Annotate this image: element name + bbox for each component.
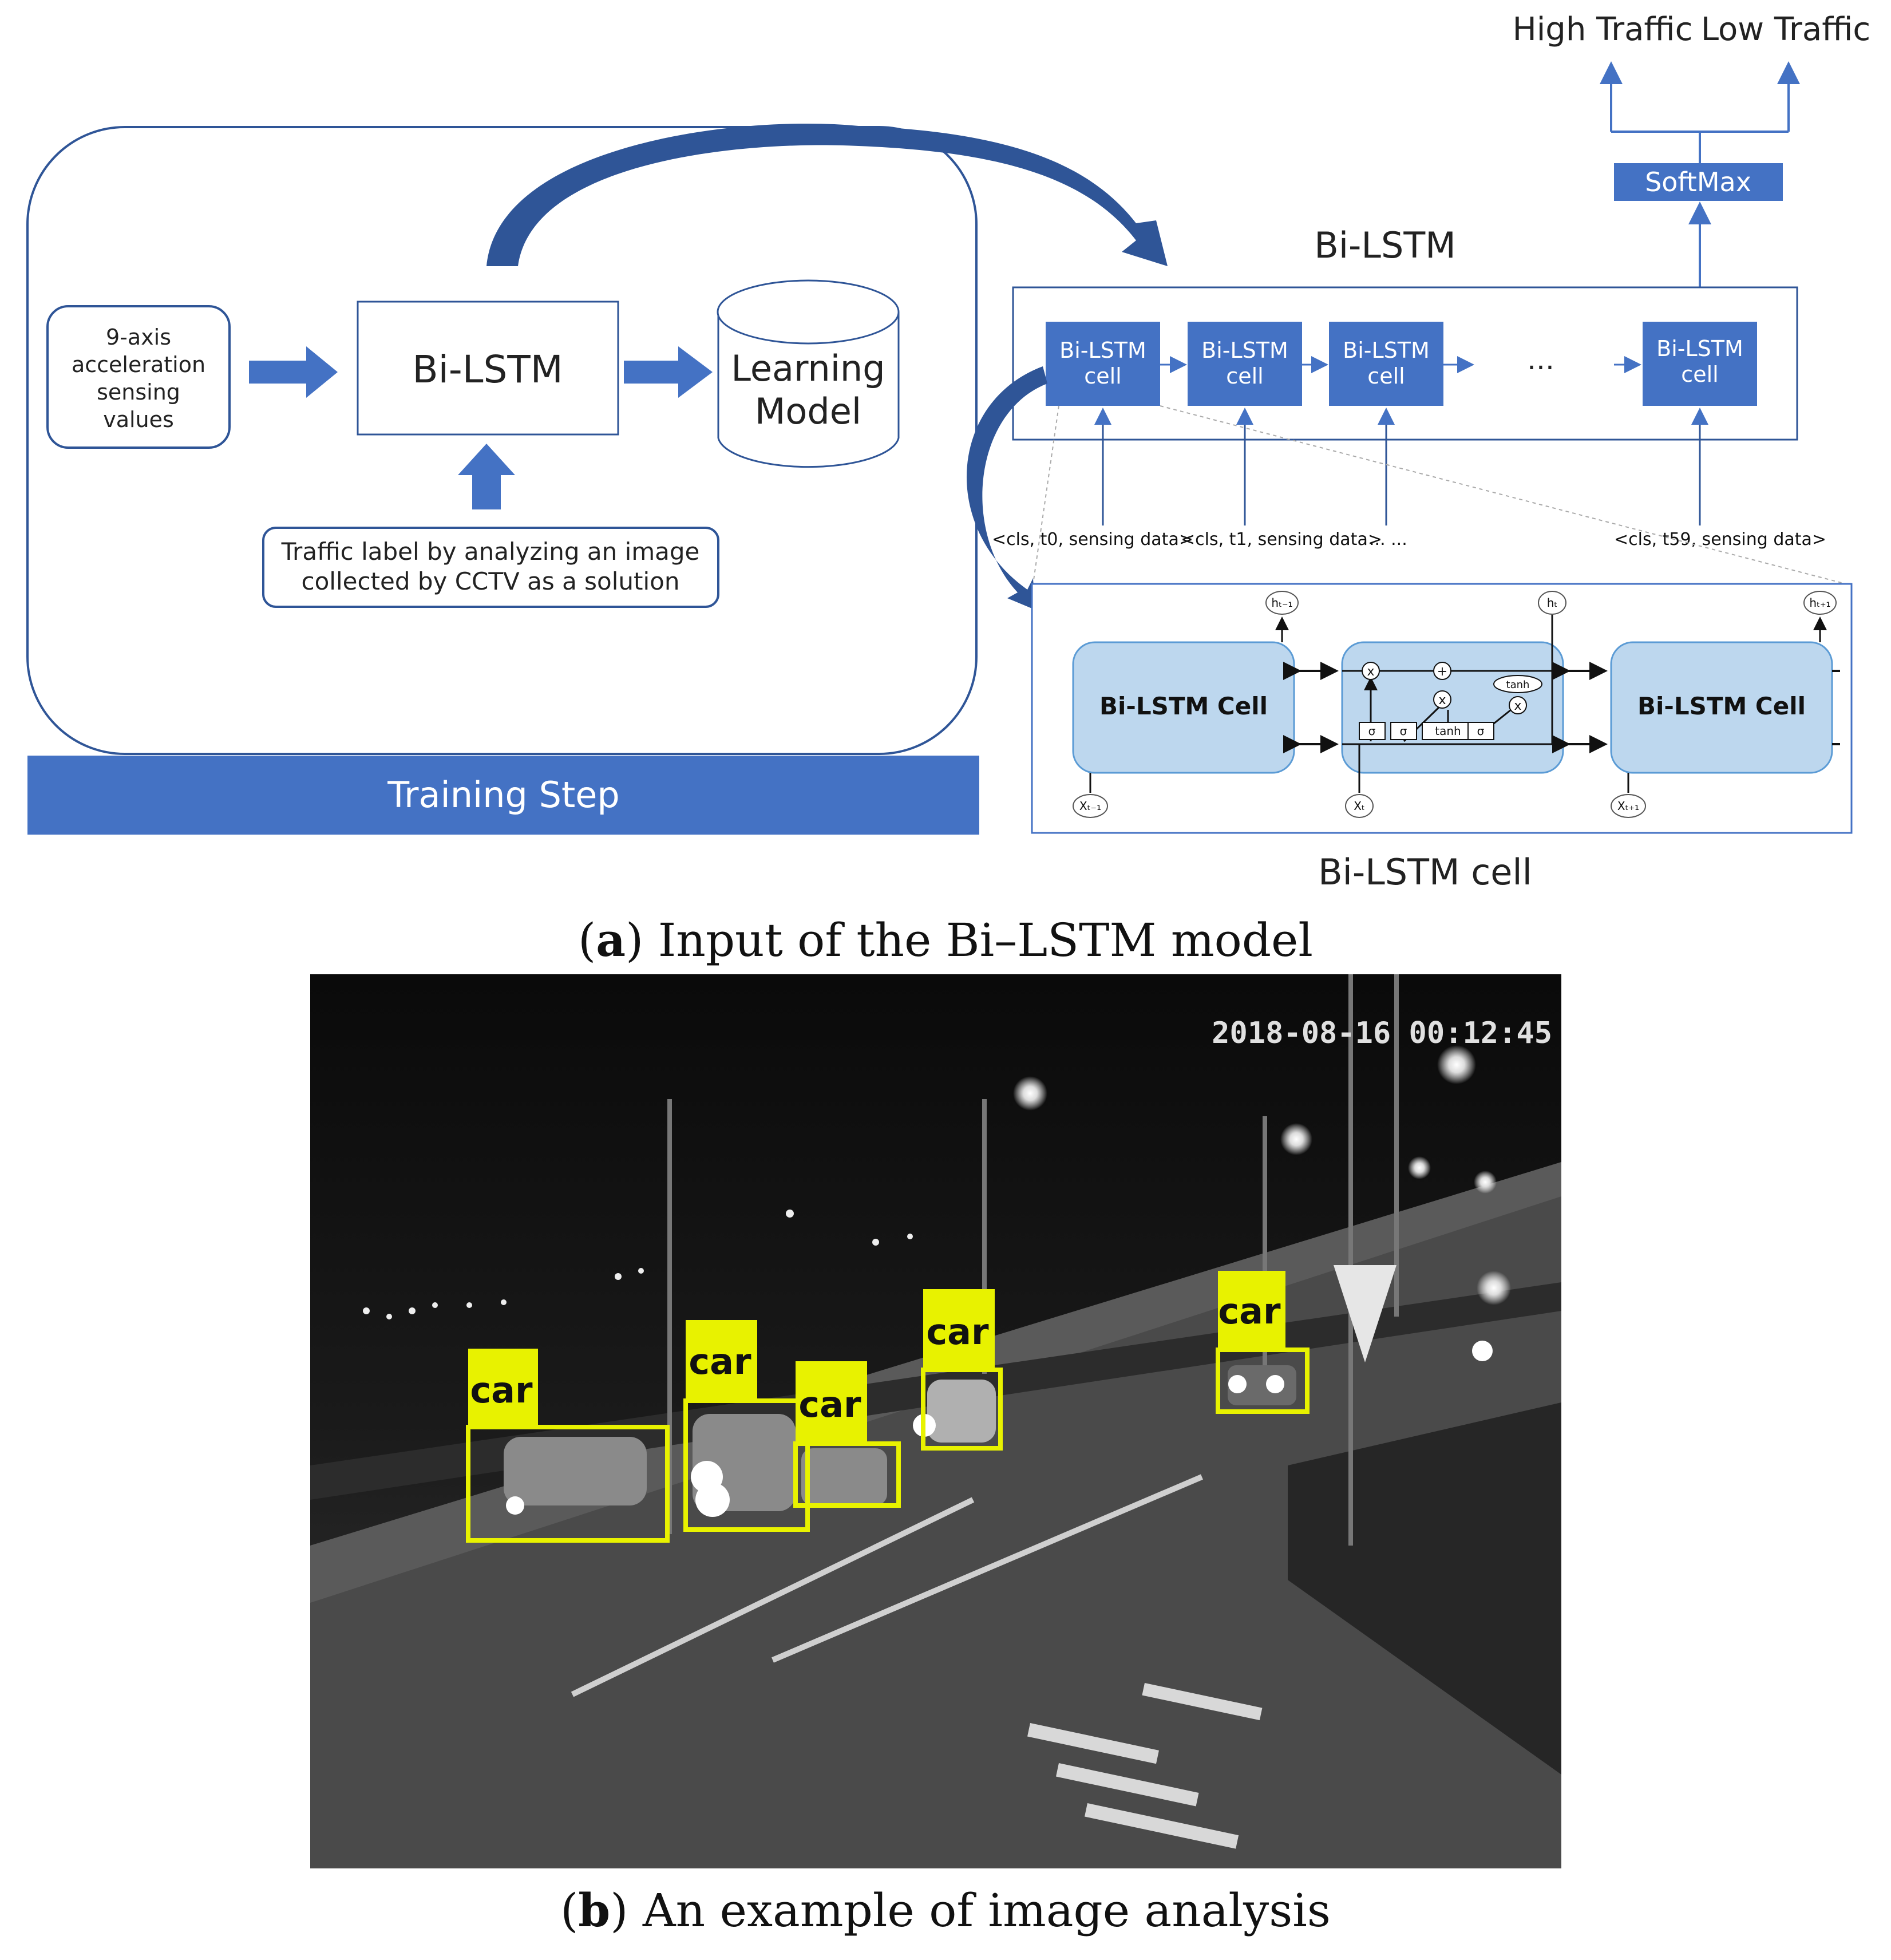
input-to-model-arrow [249,346,338,398]
svg-text:cell: cell [1084,363,1121,389]
svg-text:car: car [798,1384,861,1425]
detection-box-2: car [683,1320,810,1532]
svg-text:9-axis: 9-axis [106,325,171,350]
svg-text:collected by CCTV as a solutio: collected by CCTV as a solution [301,567,679,595]
cell-detail-title: Bi-LSTM cell [1318,851,1532,893]
detail-h-labels: hₜ₋₁ hₜ hₜ₊₁ [1265,591,1837,615]
model-to-store-arrow [624,346,713,398]
input-label-t59: <cls, t59, sensing data> [1614,529,1826,550]
caption-a: (a) Input of the Bi–LSTM model [578,913,1313,967]
input-label-ellipsis: ... ... [1369,529,1407,550]
h-prev-label: hₜ₋₁ [1271,596,1292,610]
traffic-label-text: Traffic label by analyzing an image coll… [281,538,700,595]
svg-text:values: values [103,407,174,432]
x-next-label: Xₜ₊₁ [1617,799,1639,813]
detection-box-5: car [1216,1271,1310,1414]
bilstm-model-label: Bi-LSTM [412,347,563,392]
bilstm-cell-last: Bi-LSTM cell [1643,322,1757,406]
svg-text:Bi-LSTM: Bi-LSTM [1059,338,1146,363]
svg-text:car: car [1218,1290,1281,1332]
svg-text:cell: cell [1367,363,1405,389]
svg-text:cell: cell [1681,362,1718,387]
bilstm-cell-1: Bi-LSTM cell [1188,322,1302,406]
zoom-guide-lines [1032,405,1846,584]
svg-text:car: car [689,1341,751,1382]
input-sequence-labels: <cls, t0, sensing data> <cls, t1, sensin… [992,529,1826,550]
svg-text:σ: σ [1368,724,1376,738]
cctv-timestamp: 2018-08-16 00:12:45 [1212,1016,1552,1050]
svg-text:Bi-LSTM Cell: Bi-LSTM Cell [1099,692,1268,720]
svg-text:Model: Model [755,390,861,432]
input-sensing-box [46,305,231,449]
svg-text:car: car [470,1369,533,1411]
svg-text:x: x [1438,693,1446,708]
current-cell-ops: x + x x tanh [1362,662,1542,714]
svg-text:Bi-LSTM Cell: Bi-LSTM Cell [1637,692,1806,720]
svg-text:Traffic label by analyzing an: Traffic label by analyzing an image [281,538,700,566]
svg-text:Bi-LSTM: Bi-LSTM [1201,338,1288,363]
softmax-box [1614,163,1783,201]
detail-bidirectional-arrows [1283,662,1840,753]
input-up-arrows [1094,408,1708,525]
svg-text:σ: σ [1400,724,1407,738]
training-step-footer [27,756,979,835]
output-label-low-traffic: Low Traffic [1701,11,1870,48]
softmax-output-arrows [1600,61,1800,163]
svg-text:x: x [1514,699,1521,713]
bilstm-sequence-title: Bi-LSTM [1314,224,1455,266]
input-label-t0: <cls, t0, sensing data> [992,529,1193,550]
cell-ellipsis: ... [1527,343,1554,376]
training-to-bilstm-curved-arrow [486,123,1168,266]
svg-text:Learning: Learning [731,347,885,389]
svg-text:tanh: tanh [1435,724,1461,738]
softmax-label: SoftMax [1645,167,1751,197]
svg-text:car: car [926,1311,989,1353]
caption-b: (b) An example of image analysis [560,1883,1331,1937]
svg-text:+: + [1437,665,1447,679]
svg-text:sensing: sensing [97,380,180,405]
learning-model-label: Learning Model [731,347,885,432]
bilstm-model-box [357,301,619,436]
training-step-label: Training Step [387,774,620,816]
svg-text:cell: cell [1226,363,1263,389]
input-sensing-text: 9-axis acceleration sensing values [72,325,205,432]
output-label-high-traffic: High Traffic [1513,11,1693,48]
detail-x-labels: Xₜ₋₁ Xₜ Xₜ₊₁ [1073,794,1646,818]
svg-text:x: x [1367,665,1374,679]
x-current-label: Xₜ [1354,799,1365,813]
h-current-label: hₜ [1547,596,1558,610]
detection-box-3: car [793,1361,901,1508]
detail-cell-previous: Bi-LSTM Cell [1072,641,1295,774]
detail-cell-current [1341,641,1564,774]
svg-text:acceleration: acceleration [72,352,205,377]
svg-text:Bi-LSTM: Bi-LSTM [1656,336,1743,361]
h-next-label: hₜ₊₁ [1809,596,1830,610]
label-to-model-arrow [458,444,515,509]
traffic-label-box [262,527,719,608]
detail-cell-next: Bi-LSTM Cell [1610,641,1833,774]
detail-io-lines [1089,617,1827,793]
current-cell-gates: σ σ tanh σ [1359,722,1494,740]
detection-box-4: car [921,1289,1003,1451]
bilstm-cell-2: Bi-LSTM cell [1329,322,1443,406]
input-label-t1: <cls, t1, sensing data> [1181,529,1382,550]
learning-model-cylinder [717,279,900,468]
svg-text:σ: σ [1477,724,1485,738]
cell-to-detail-curved-arrow [966,366,1047,610]
detection-box-1: car [466,1349,670,1543]
svg-text:Bi-LSTM: Bi-LSTM [1343,338,1430,363]
svg-text:tanh: tanh [1506,679,1530,691]
x-prev-label: Xₜ₋₁ [1079,799,1101,813]
bilstm-cell-0: Bi-LSTM cell [1046,322,1160,406]
